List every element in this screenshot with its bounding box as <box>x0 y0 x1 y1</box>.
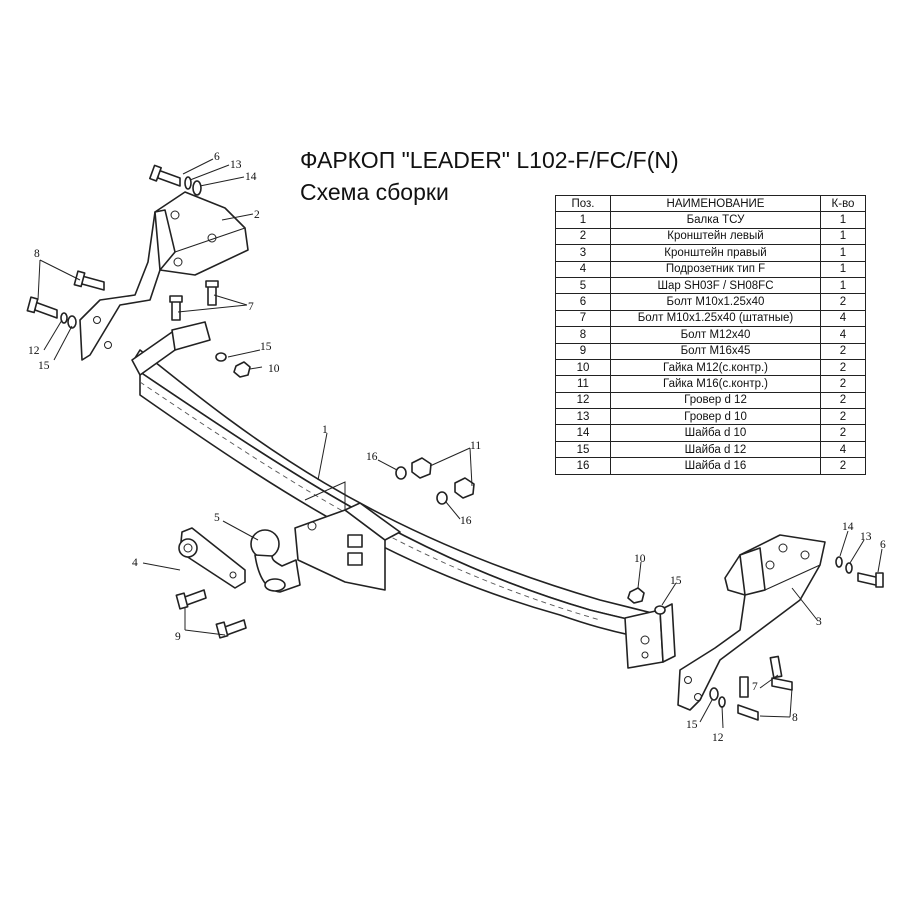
cell-name: Болт М10х1.25х40 <box>610 293 821 311</box>
cell-name: Гровер d 10 <box>610 408 821 426</box>
cell-position: 13 <box>555 408 611 426</box>
callout-13-left: 13 <box>230 159 242 171</box>
cell-name: Шар SH03F / SH08FC <box>610 276 821 295</box>
cell-name: Кронштейн левый <box>610 227 821 246</box>
parts-table-header: Поз. НАИМЕНОВАНИЕ К-во <box>555 194 866 213</box>
header-position: Поз. <box>555 194 611 213</box>
callout-7-right: 7 <box>752 681 758 693</box>
cell-quantity: 2 <box>820 457 866 475</box>
callout-15-right-lower: 15 <box>686 719 698 731</box>
callout-6-left: 6 <box>214 151 220 163</box>
callout-15-right-upper: 15 <box>670 575 682 587</box>
callout-10-left: 10 <box>268 363 280 375</box>
callout-12-left: 12 <box>28 345 40 357</box>
callout-10-right: 10 <box>634 553 646 565</box>
callout-13-right: 13 <box>860 531 872 543</box>
callout-16-lower: 16 <box>460 515 472 527</box>
cell-name: Гайка М12(с.контр.) <box>610 358 821 377</box>
callout-14-right: 14 <box>842 521 854 533</box>
left-bracket <box>79 191 249 361</box>
callout-1: 1 <box>322 424 328 436</box>
callout-15-left-upper: 15 <box>260 341 272 353</box>
callout-11: 11 <box>470 440 481 452</box>
tow-bar-beam <box>131 321 676 669</box>
callout-16-upper: 16 <box>366 451 378 463</box>
callout-9: 9 <box>175 631 181 643</box>
callout-4: 4 <box>132 557 138 569</box>
callout-6-right: 6 <box>880 539 886 551</box>
cell-quantity: 1 <box>820 276 866 295</box>
callout-8-left: 8 <box>34 248 40 260</box>
tow-ball <box>250 529 301 593</box>
callout-3: 3 <box>816 616 822 628</box>
right-bracket <box>677 534 826 711</box>
callout-12-right: 12 <box>712 732 724 744</box>
diagram-title: ФАРКОП "LEADER" L102-F/FC/F(N) <box>300 147 679 173</box>
leader-lines <box>37 158 883 729</box>
callout-labels: 6 13 14 2 8 7 15 10 12 15 1 11 16 16 5 4… <box>28 151 886 744</box>
callout-5: 5 <box>214 512 220 524</box>
diagram-subtitle: Схема сборки <box>300 179 449 205</box>
cell-name: Шайба d 16 <box>610 457 821 475</box>
cell-name: Шайба d 10 <box>610 424 821 442</box>
callout-2: 2 <box>254 209 260 221</box>
callout-15-left-lower: 15 <box>38 360 50 372</box>
callout-7-left: 7 <box>248 301 254 313</box>
callout-14-left: 14 <box>245 171 257 183</box>
callout-8-right: 8 <box>792 712 798 724</box>
socket-plate <box>178 527 246 589</box>
